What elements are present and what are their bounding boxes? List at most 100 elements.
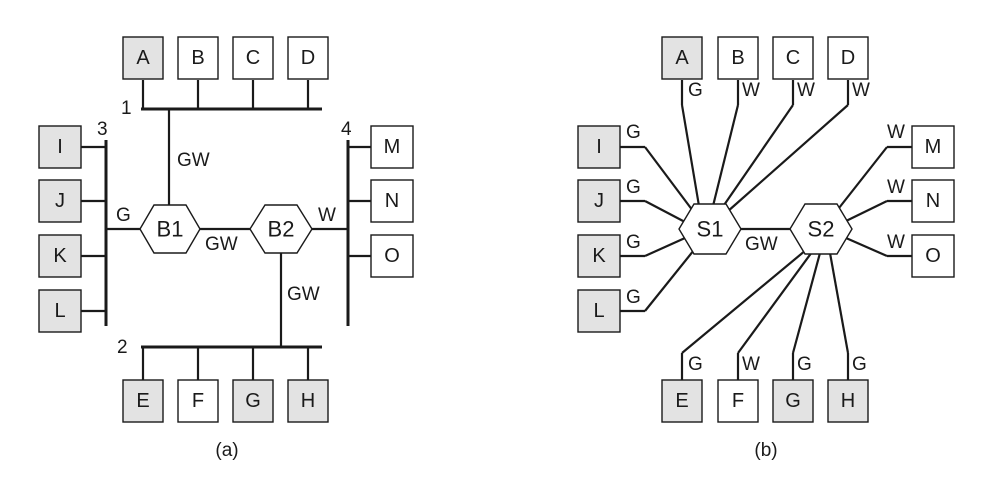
label-b1-lan1: GW — [177, 150, 210, 171]
cable-g-s2-diag — [791, 252, 822, 354]
station-n-label-b: N — [926, 190, 940, 212]
switch-s2 — [789, 203, 853, 255]
station-g-box-b — [772, 379, 814, 423]
switch-s2-label: S2 — [808, 217, 835, 242]
station-m-label: M — [384, 136, 401, 158]
cable-h-s2-diag — [828, 252, 850, 354]
diagram-a: B1 B2 1 2 3 4 GW G GW W GW A B C D E F G… — [38, 36, 414, 461]
cable-d-s1-diag — [726, 104, 849, 213]
port-label-c: W — [797, 80, 815, 101]
station-h-box-b — [827, 379, 869, 423]
station-m-box — [370, 125, 414, 169]
station-o-box-b — [911, 234, 955, 278]
station-f-box-b — [717, 379, 759, 423]
station-d-box — [287, 36, 329, 80]
station-b-box-b — [717, 36, 759, 80]
bridge-b2 — [249, 204, 313, 254]
station-k-box-b — [577, 234, 621, 278]
station-c-label: C — [246, 47, 260, 69]
station-l-label: L — [54, 300, 65, 322]
station-i-label-b: I — [596, 136, 602, 158]
station-g-box — [232, 379, 274, 423]
cable-m-s2-diag — [838, 146, 888, 209]
port-label-o: W — [887, 232, 905, 253]
station-o-box — [370, 234, 414, 278]
station-e-label: E — [136, 390, 149, 412]
station-i-box — [38, 125, 82, 169]
station-d-label: D — [301, 47, 315, 69]
station-h-label-b: H — [841, 390, 855, 412]
switch-s1 — [678, 203, 742, 255]
cable-o-s2-diag — [845, 236, 888, 258]
station-b-label: B — [191, 47, 204, 69]
port-label-n: W — [887, 177, 905, 198]
cable-f-s2-diag — [737, 251, 813, 354]
station-d-label-b: D — [841, 47, 855, 69]
station-m-box-b — [911, 125, 955, 169]
station-k-box — [38, 234, 82, 278]
trunk-label: GW — [745, 234, 778, 255]
station-d-box-b — [827, 36, 869, 80]
station-c-label-b: C — [786, 47, 800, 69]
cable-e-s2-diag — [681, 249, 807, 354]
port-label-l: G — [626, 287, 641, 308]
cable-c-s1-diag — [721, 104, 794, 209]
station-m-label-b: M — [925, 136, 942, 158]
lan-3-number: 3 — [97, 119, 108, 140]
port-label-g: G — [797, 354, 812, 375]
station-f-box — [177, 379, 219, 423]
station-a-box — [122, 36, 164, 80]
switch-s1-label: S1 — [697, 217, 724, 242]
lan-4-number: 4 — [341, 119, 352, 140]
lan-2-number: 2 — [117, 337, 128, 358]
station-k-label-b: K — [592, 245, 606, 267]
port-label-f: W — [742, 354, 760, 375]
label-b2-lan2: GW — [287, 284, 320, 305]
bridge-b1 — [139, 204, 201, 254]
port-label-h: G — [852, 354, 867, 375]
station-a-label-b: A — [675, 47, 689, 69]
station-n-box — [370, 179, 414, 223]
label-b2-lan4: W — [318, 205, 336, 226]
station-o-label: O — [384, 245, 400, 267]
lan-1-number: 1 — [121, 98, 132, 119]
label-b1-lan3: G — [116, 205, 131, 226]
station-h-label: H — [301, 390, 315, 412]
station-j-label-b: J — [594, 190, 604, 212]
station-e-box-b — [661, 379, 703, 423]
station-o-label-b: O — [925, 245, 941, 267]
station-f-label: F — [192, 390, 204, 412]
station-j-box-b — [577, 179, 621, 223]
station-a-box-b — [661, 36, 703, 80]
caption-a: (a) — [215, 440, 238, 461]
station-k-label: K — [53, 245, 67, 267]
station-j-box — [38, 179, 82, 223]
station-l-box — [38, 289, 82, 333]
port-label-i: G — [626, 122, 641, 143]
station-l-label-b: L — [593, 300, 604, 322]
station-l-box-b — [577, 289, 621, 333]
port-label-m: W — [887, 122, 905, 143]
caption-b: (b) — [754, 440, 777, 461]
bridge-b2-label: B2 — [268, 217, 295, 242]
label-b1-b2: GW — [205, 234, 238, 255]
station-g-label-b: G — [785, 390, 801, 412]
diagram-b: S1 S2 GW G W W W G G G G W W W G W G G A… — [577, 36, 955, 461]
bridge-b1-label: B1 — [157, 217, 184, 242]
port-label-a: G — [688, 80, 703, 101]
cable-i-s1-diag — [644, 146, 694, 212]
cable-n-s2-diag — [845, 200, 888, 222]
port-label-e: G — [688, 354, 703, 375]
station-n-label: N — [385, 190, 399, 212]
station-e-label-b: E — [675, 390, 688, 412]
station-h-box — [287, 379, 329, 423]
station-g-label: G — [245, 390, 261, 412]
station-a-label: A — [136, 47, 150, 69]
station-n-box-b — [911, 179, 955, 223]
station-c-box — [232, 36, 274, 80]
cable-a-s1-diag — [680, 104, 701, 207]
port-label-k: G — [626, 232, 641, 253]
station-c-box-b — [772, 36, 814, 80]
port-label-j: G — [626, 177, 641, 198]
